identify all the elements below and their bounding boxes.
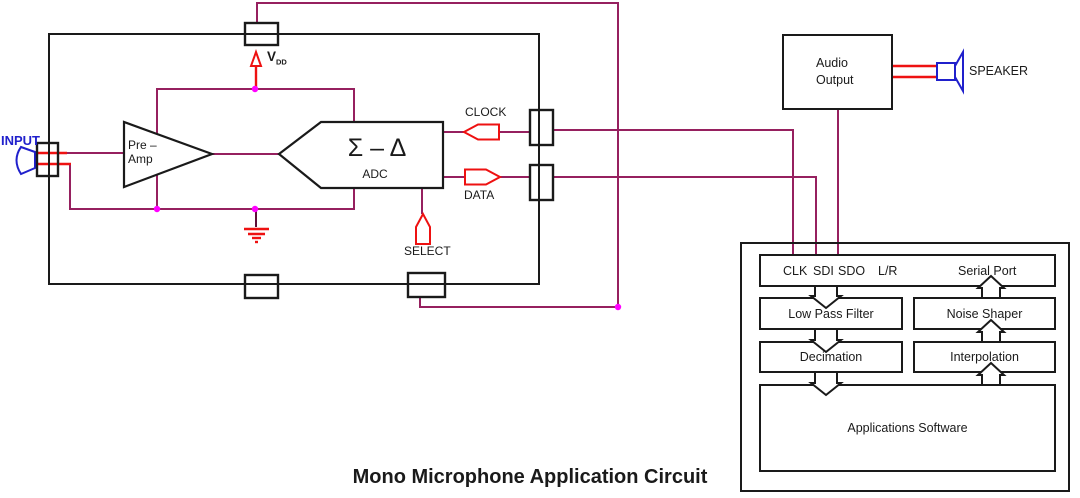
transducer-icons [15, 48, 964, 176]
data-label: DATA [464, 188, 495, 202]
data-arrow-icon [464, 168, 503, 186]
noise-shaper-label: Noise Shaper [946, 306, 1023, 321]
diagram-title: Mono Microphone Application Circuit [352, 466, 708, 488]
junction-loop-corner [614, 303, 622, 311]
vdd-arrow-icon [249, 49, 263, 67]
adc-label: ADC [362, 167, 388, 181]
speaker-label: SPEAKER [969, 64, 1029, 78]
red-signal-group [35, 64, 937, 244]
pin-sdi-label: SDI [813, 263, 834, 278]
junction-gnd [251, 205, 259, 213]
junction-dots [153, 85, 622, 311]
interpolation-box: Interpolation [913, 341, 1056, 373]
dsp-outer-box [740, 242, 1070, 492]
decimation-box: Decimation [759, 341, 903, 373]
connector-bottom-left [243, 273, 280, 300]
connector-data [528, 163, 555, 202]
wire-ground-rail [69, 164, 355, 210]
codec-chip-outline [48, 33, 540, 285]
low-pass-filter-label: Low Pass Filter [788, 306, 874, 321]
junction-vdd [251, 85, 259, 93]
interpolation-label: Interpolation [950, 350, 1019, 364]
connector-clock [528, 108, 555, 147]
wire-group [66, 2, 839, 308]
vdd-subscript: DD [276, 57, 287, 67]
audio-output-label: Audio Output [816, 56, 854, 87]
serial-port-label: Serial Port [958, 263, 1017, 278]
speaker-coil [936, 62, 956, 81]
clock-label: CLOCK [465, 105, 507, 119]
decimation-label: Decimation [799, 350, 863, 364]
pin-clk-label: CLK [783, 263, 808, 278]
preamp-label: Pre – Amp [128, 138, 157, 166]
serial-port-box: CLK SDI SDO L/R Serial Port [759, 254, 1056, 287]
sigma-delta-adc-block [277, 120, 445, 190]
pin-arrow-group [249, 49, 503, 245]
wire-clock-to-dsp [553, 129, 794, 254]
sigma-delta-symbol: Σ – Δ [347, 134, 407, 162]
microphone-icon [15, 145, 36, 176]
vdd-label: VDD [267, 49, 287, 67]
wire-data-to-dsp [553, 176, 817, 254]
select-arrow-icon [415, 211, 431, 245]
pin-sdo-label: SDO [838, 263, 866, 278]
select-label: SELECT [404, 244, 451, 258]
pin-lr-label: L/R [878, 263, 898, 278]
noise-shaper-box: Noise Shaper [913, 297, 1056, 330]
applications-software-box: Applications Software [759, 384, 1056, 472]
applications-software-label: Applications Software [847, 421, 968, 435]
preamp-triangle [122, 120, 216, 189]
clock-arrow-icon [461, 123, 500, 141]
speaker-icon [954, 48, 964, 95]
vdd-base: V [267, 49, 277, 64]
wire-feedback-loop [256, 2, 619, 308]
connector-input [35, 141, 60, 178]
junction-preamp-gnd [153, 205, 161, 213]
connector-bottom-right [406, 271, 447, 299]
audio-output-box: Audio Output [782, 34, 893, 110]
low-pass-filter-box: Low Pass Filter [759, 297, 903, 330]
input-label: INPUT [1, 133, 40, 148]
